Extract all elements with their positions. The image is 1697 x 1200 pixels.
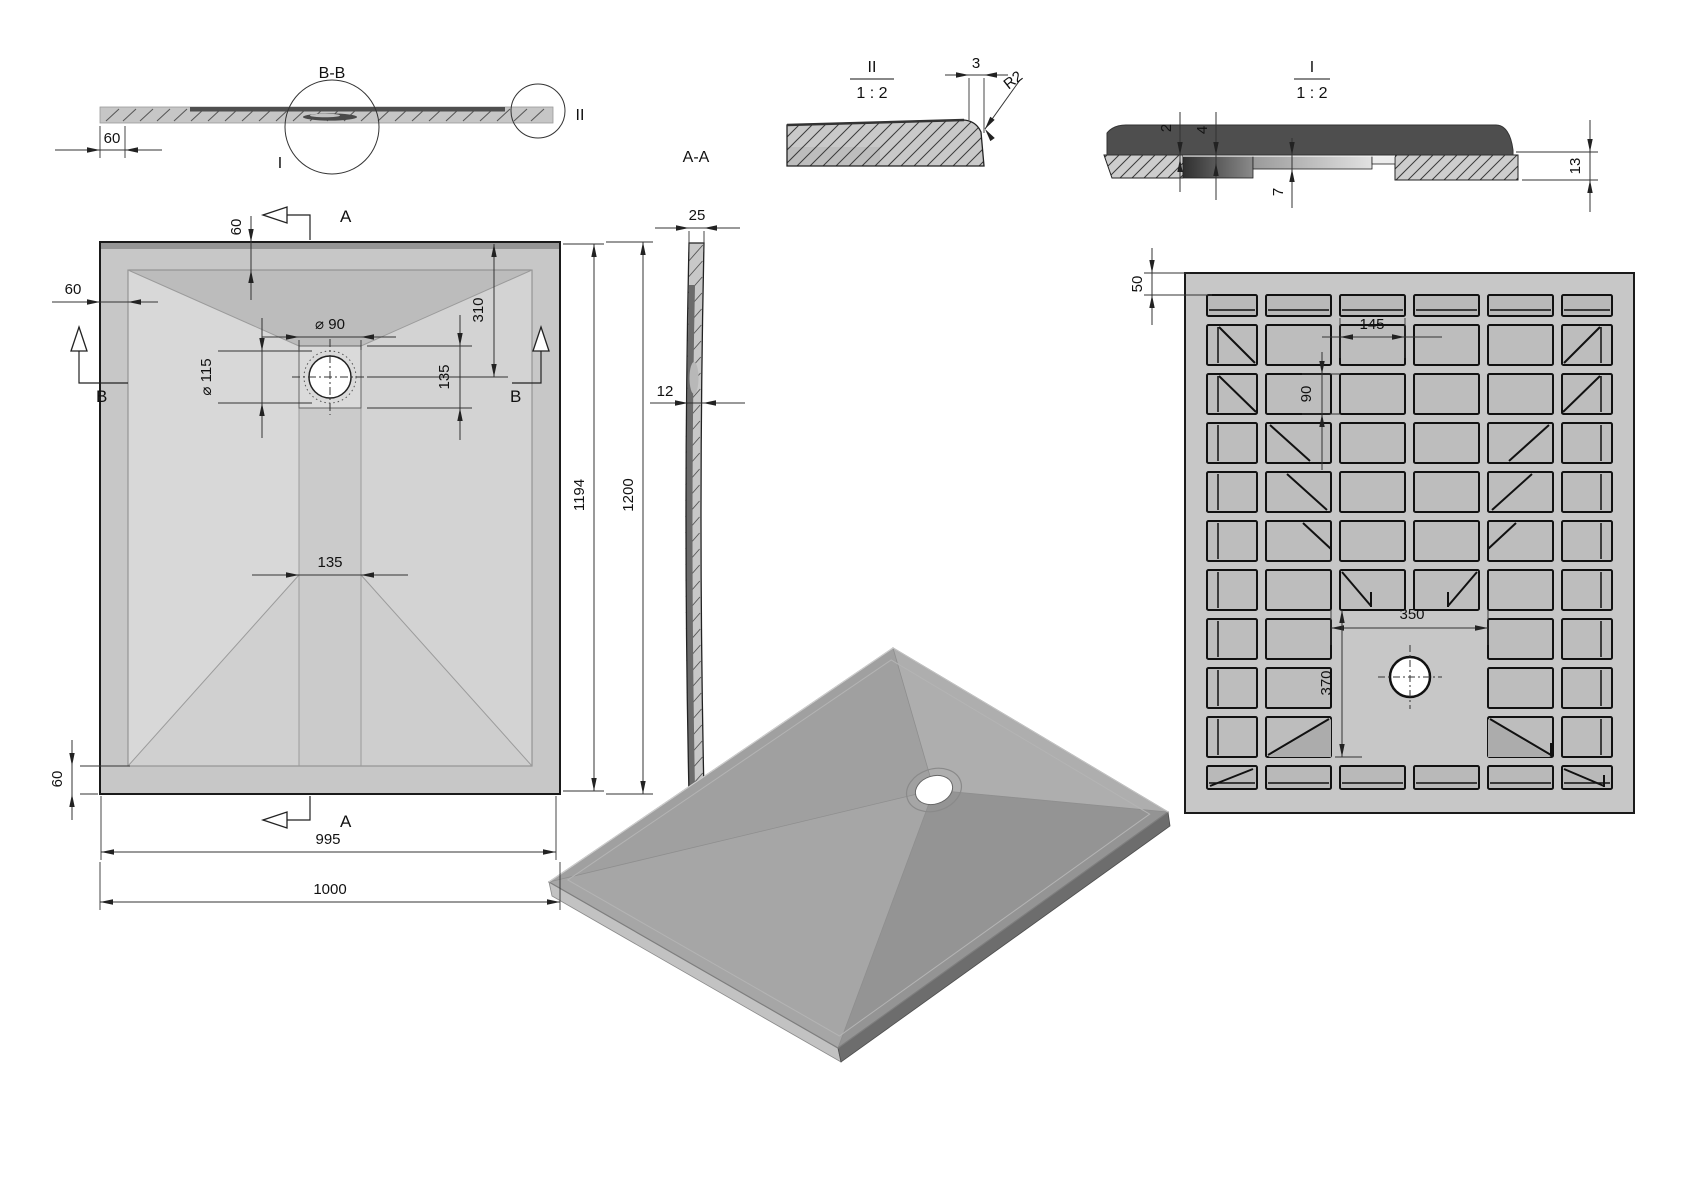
cut-arrow-a-top-label: A xyxy=(340,207,352,226)
svg-text:25: 25 xyxy=(689,207,706,224)
dim-bv_90: 90 xyxy=(1298,352,1340,470)
svg-text:1194: 1194 xyxy=(571,479,588,511)
svg-text:60: 60 xyxy=(104,130,121,147)
dim-bv_350: 350 xyxy=(1330,606,1489,645)
section-bb-title: B-B xyxy=(319,65,346,82)
dim-aa_12: 12 xyxy=(650,383,745,406)
cut-arrow-b-left-label: B xyxy=(96,387,107,406)
svg-text:60: 60 xyxy=(65,281,82,298)
svg-text:50: 50 xyxy=(1129,276,1146,293)
dim-di_2: 2 xyxy=(1158,112,1183,192)
section-aa-title: A-A xyxy=(683,149,710,166)
dim-tv_o90: ⌀ 90 xyxy=(262,316,396,350)
svg-text:13: 13 xyxy=(1567,158,1584,175)
detail-view-ii xyxy=(786,118,985,167)
cut-arrow-a-bottom-label: A xyxy=(340,812,352,831)
dim-tv_bot60: 60 xyxy=(49,740,130,820)
svg-text:4: 4 xyxy=(1194,126,1211,134)
section-view-aa xyxy=(685,242,705,795)
dim-tv_b135: 135 xyxy=(252,554,408,578)
section-cut-arrows xyxy=(70,206,550,829)
detail-i-title: I xyxy=(1310,59,1314,76)
svg-text:1000: 1000 xyxy=(313,881,346,898)
svg-text:2: 2 xyxy=(1158,124,1175,132)
dim-di_13: 13 xyxy=(1516,120,1598,212)
section-view-bb xyxy=(99,79,566,175)
dim-bb_rim: 60 xyxy=(55,126,162,158)
cut-arrow-b-right-label: B xyxy=(510,387,521,406)
dim-tv_top60: 60 xyxy=(228,216,254,300)
detail-i-scale: 1 : 2 xyxy=(1296,85,1327,102)
dim-d2_3: 3 xyxy=(945,55,1008,133)
detail-marker-II: II xyxy=(576,107,585,124)
svg-text:60: 60 xyxy=(228,219,245,236)
svg-text:12: 12 xyxy=(657,383,674,400)
view-labels: B-B I II II 1 : 2 I 1 : 2 A-A A A B B xyxy=(96,59,1330,831)
bottom-rib-view xyxy=(1184,272,1635,814)
dim-bv_370: 370 xyxy=(1318,610,1362,758)
svg-text:370: 370 xyxy=(1318,670,1335,695)
dim-di_7: 7 xyxy=(1270,138,1295,208)
dim-tv_995: 995 xyxy=(100,796,557,860)
dim-tv_310: 310 xyxy=(368,244,508,378)
dim-tv_r135: 135 xyxy=(367,315,472,440)
dim-tv_1200: 1200 xyxy=(606,241,653,795)
svg-text:60: 60 xyxy=(49,771,66,788)
dim-tv_o115: ⌀ 115 xyxy=(198,318,312,438)
detail-ii-scale: 1 : 2 xyxy=(856,85,887,102)
svg-text:310: 310 xyxy=(470,297,487,322)
svg-text:135: 135 xyxy=(436,364,453,389)
detail-view-i xyxy=(1103,124,1519,181)
svg-text:3: 3 xyxy=(972,55,980,72)
dim-d2_r2: R2 xyxy=(984,68,1026,142)
top-plan-view xyxy=(99,241,561,795)
svg-text:995: 995 xyxy=(315,831,340,848)
detail-marker-I: I xyxy=(278,155,282,172)
svg-text:⌀ 115: ⌀ 115 xyxy=(198,358,215,395)
dim-bv_145: 145 xyxy=(1322,316,1442,358)
dim-di_4: 4 xyxy=(1194,112,1219,200)
dim-bv_50: 50 xyxy=(1129,248,1212,325)
svg-text:145: 145 xyxy=(1359,316,1384,333)
isometric-3d-view xyxy=(547,647,1171,1063)
svg-text:135: 135 xyxy=(317,554,342,571)
svg-text:⌀ 90: ⌀ 90 xyxy=(315,316,345,333)
dim-tv_1194: 1194 xyxy=(563,243,604,792)
svg-text:90: 90 xyxy=(1298,386,1315,403)
svg-text:1200: 1200 xyxy=(620,478,637,511)
dim-tv_left60: 60 xyxy=(52,281,158,305)
dim-aa_25: 25 xyxy=(655,207,740,252)
svg-text:350: 350 xyxy=(1399,606,1424,623)
dim-tv_1000: 1000 xyxy=(99,862,561,910)
svg-text:R2: R2 xyxy=(1000,68,1026,93)
detail-ii-title: II xyxy=(868,59,877,76)
svg-text:7: 7 xyxy=(1270,188,1287,196)
